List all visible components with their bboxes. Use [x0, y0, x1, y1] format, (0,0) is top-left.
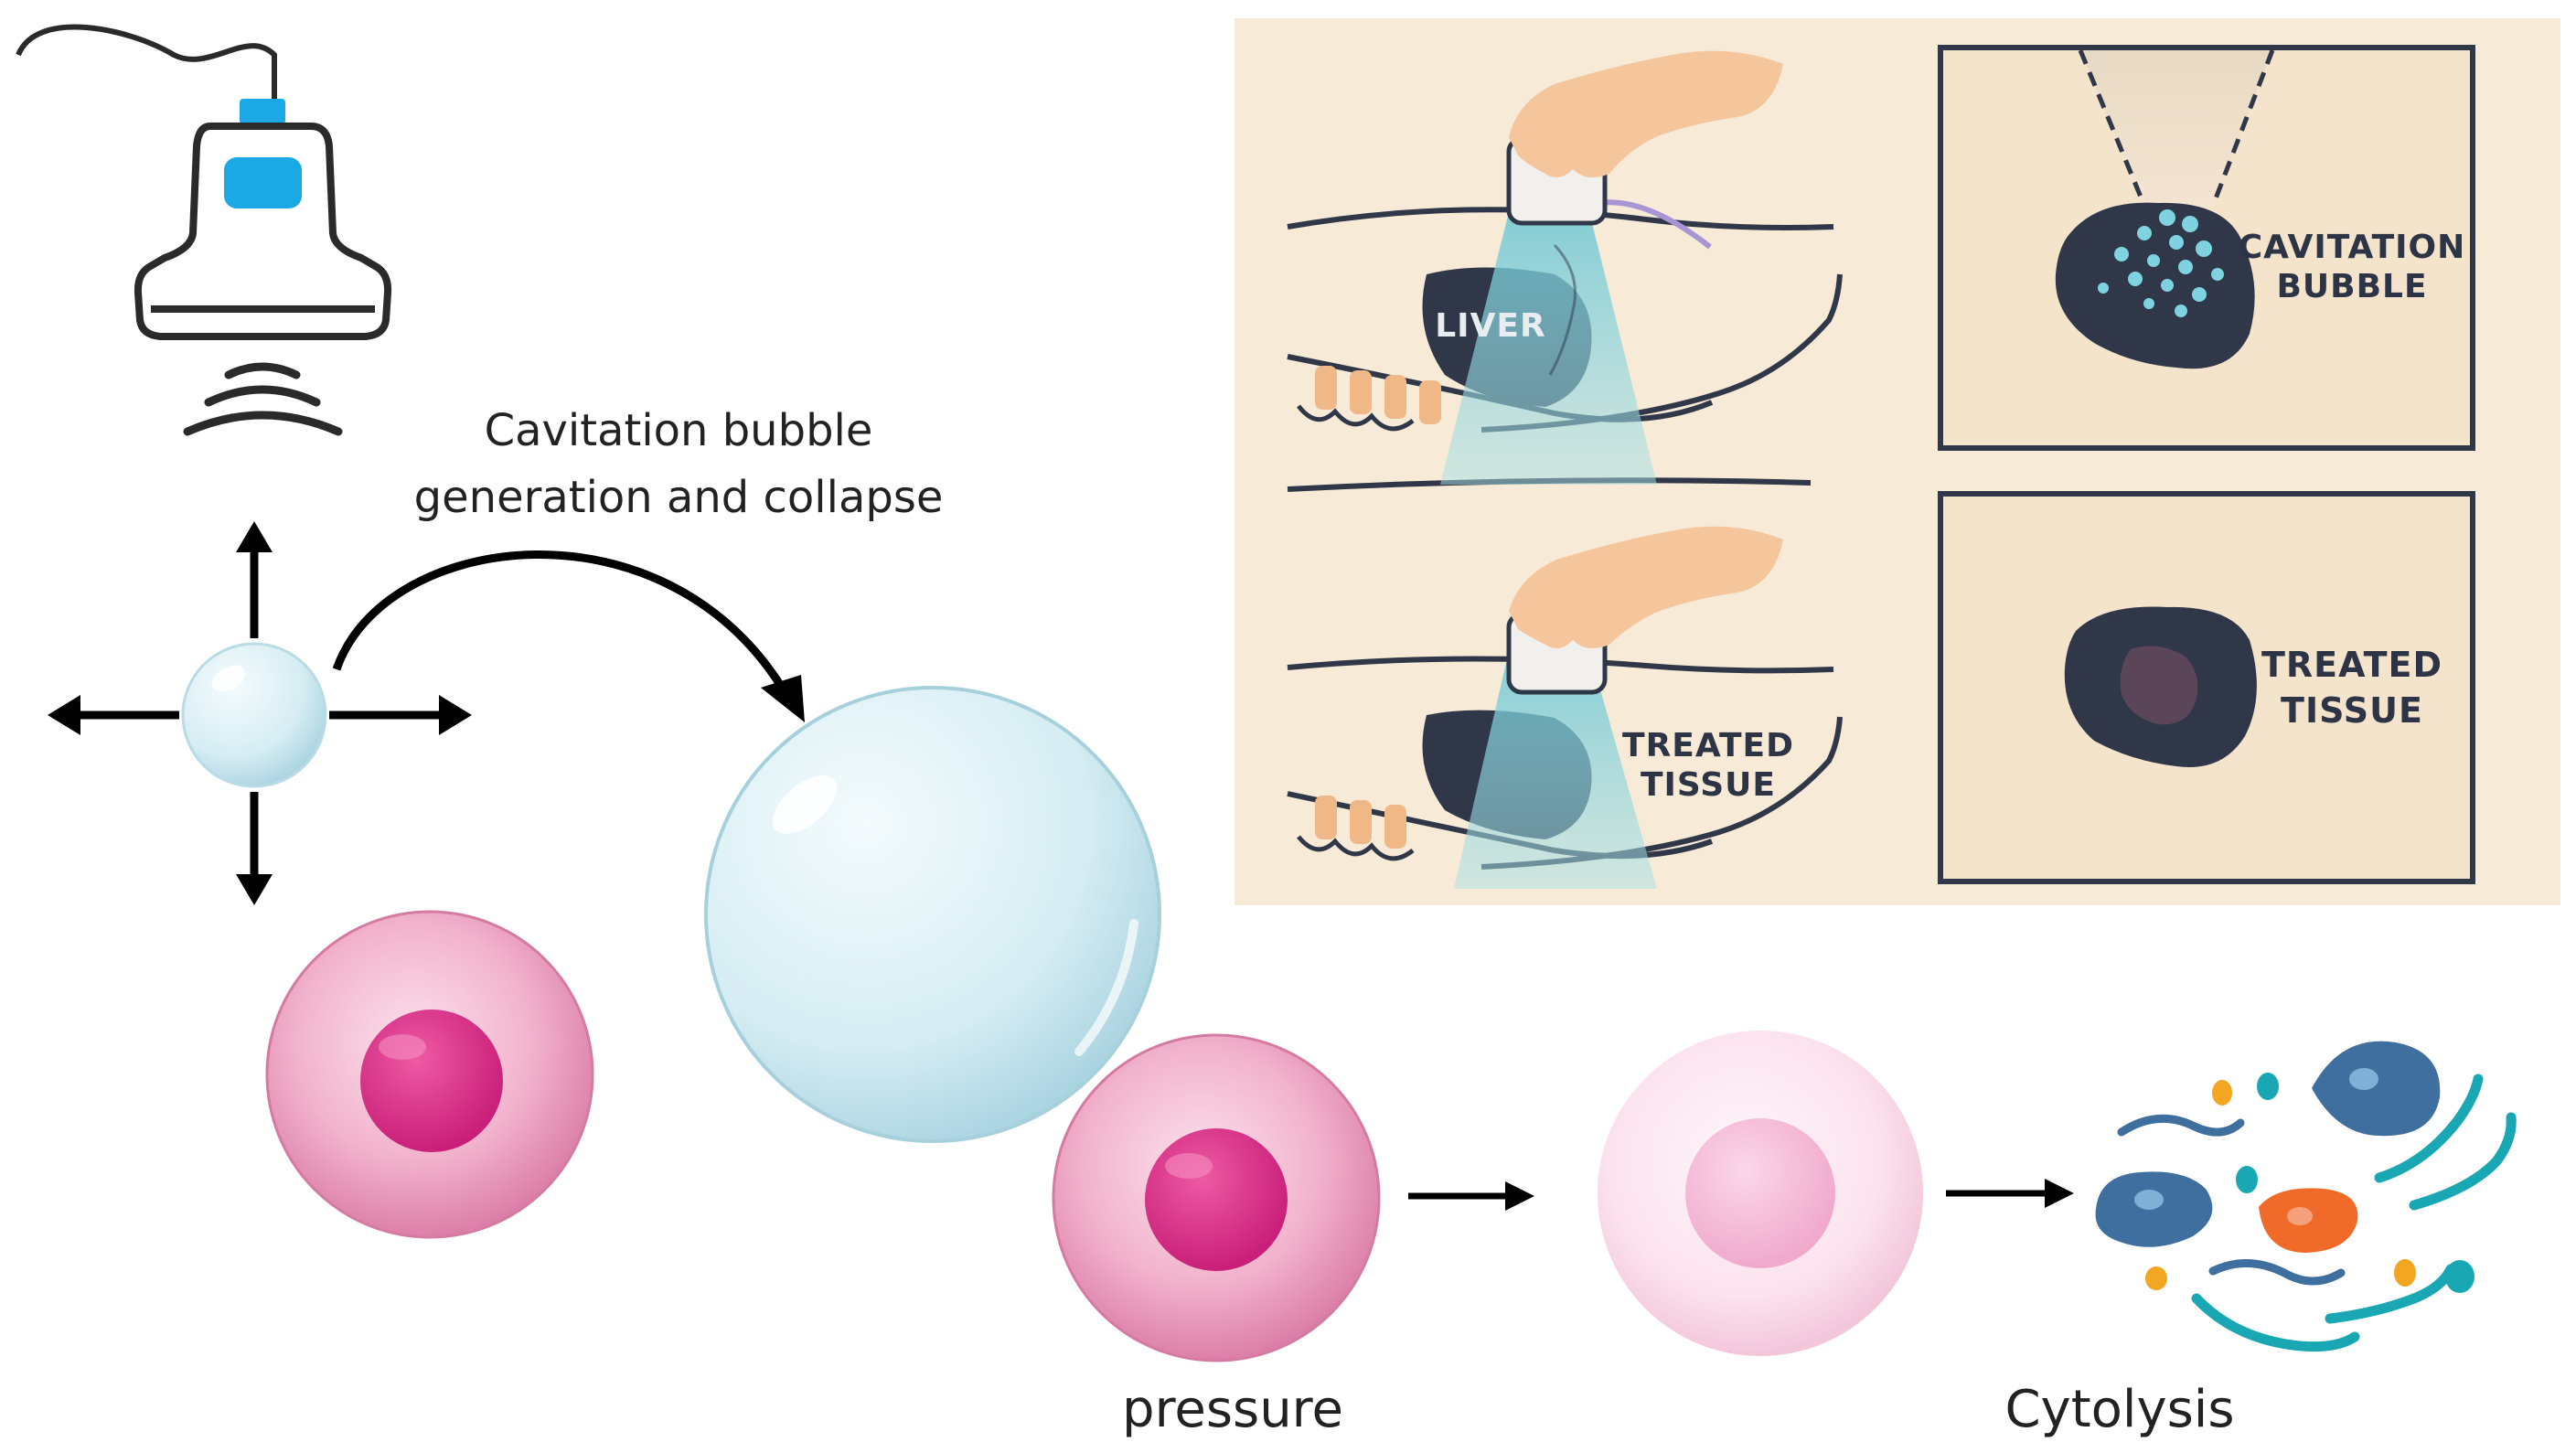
treated-label-line1: TREATED — [1622, 727, 1794, 764]
cavitation-caption-line1: Cavitation bubble — [485, 405, 873, 456]
cavitation-panel-line1: CAVITATION — [2239, 229, 2466, 266]
treated-label-line2: TISSUE — [1641, 766, 1776, 804]
cavitation-caption-line2: generation and collapse — [414, 472, 944, 523]
small-bubble — [181, 642, 327, 788]
ultrasound-probe-icon — [16, 24, 392, 436]
rib-icon — [1297, 366, 1441, 432]
arrow-right-icon — [1408, 1181, 1534, 1211]
rib-icon — [1297, 796, 1415, 861]
treated-scene: TREATED TISSUE — [1287, 526, 1843, 889]
arrow-up-icon — [236, 521, 273, 638]
bubble-dots — [2098, 209, 2224, 317]
arrow-down-icon — [236, 792, 273, 905]
damaged-cell — [1598, 1031, 1923, 1356]
treated-panel-line2: TISSUE — [2281, 690, 2423, 731]
inset-panel: LIVER TREATED TISSUE — [1235, 18, 2560, 905]
large-bubble — [704, 686, 1161, 1143]
pressured-cell — [1052, 1033, 1381, 1362]
treated-panel-line1: TREATED — [2261, 645, 2442, 685]
liver-scene: LIVER — [1287, 50, 1843, 492]
liver-label: LIVER — [1435, 307, 1546, 345]
healthy-cell — [265, 910, 594, 1239]
cavitation-panel: CAVITATION BUBBLE — [1938, 45, 2475, 451]
cytolysis-label: Cytolysis — [2004, 1380, 2234, 1439]
arrow-right-icon — [329, 695, 472, 735]
pressure-label: pressure — [1122, 1380, 1343, 1439]
cavitation-panel-line2: BUBBLE — [2276, 268, 2427, 305]
arrow-right-icon — [1946, 1179, 2074, 1208]
treated-panel: TREATED TISSUE — [1938, 491, 2475, 884]
cell-debris — [2095, 1041, 2517, 1352]
curved-arrow-icon — [332, 550, 805, 722]
arrow-left-icon — [48, 695, 179, 735]
